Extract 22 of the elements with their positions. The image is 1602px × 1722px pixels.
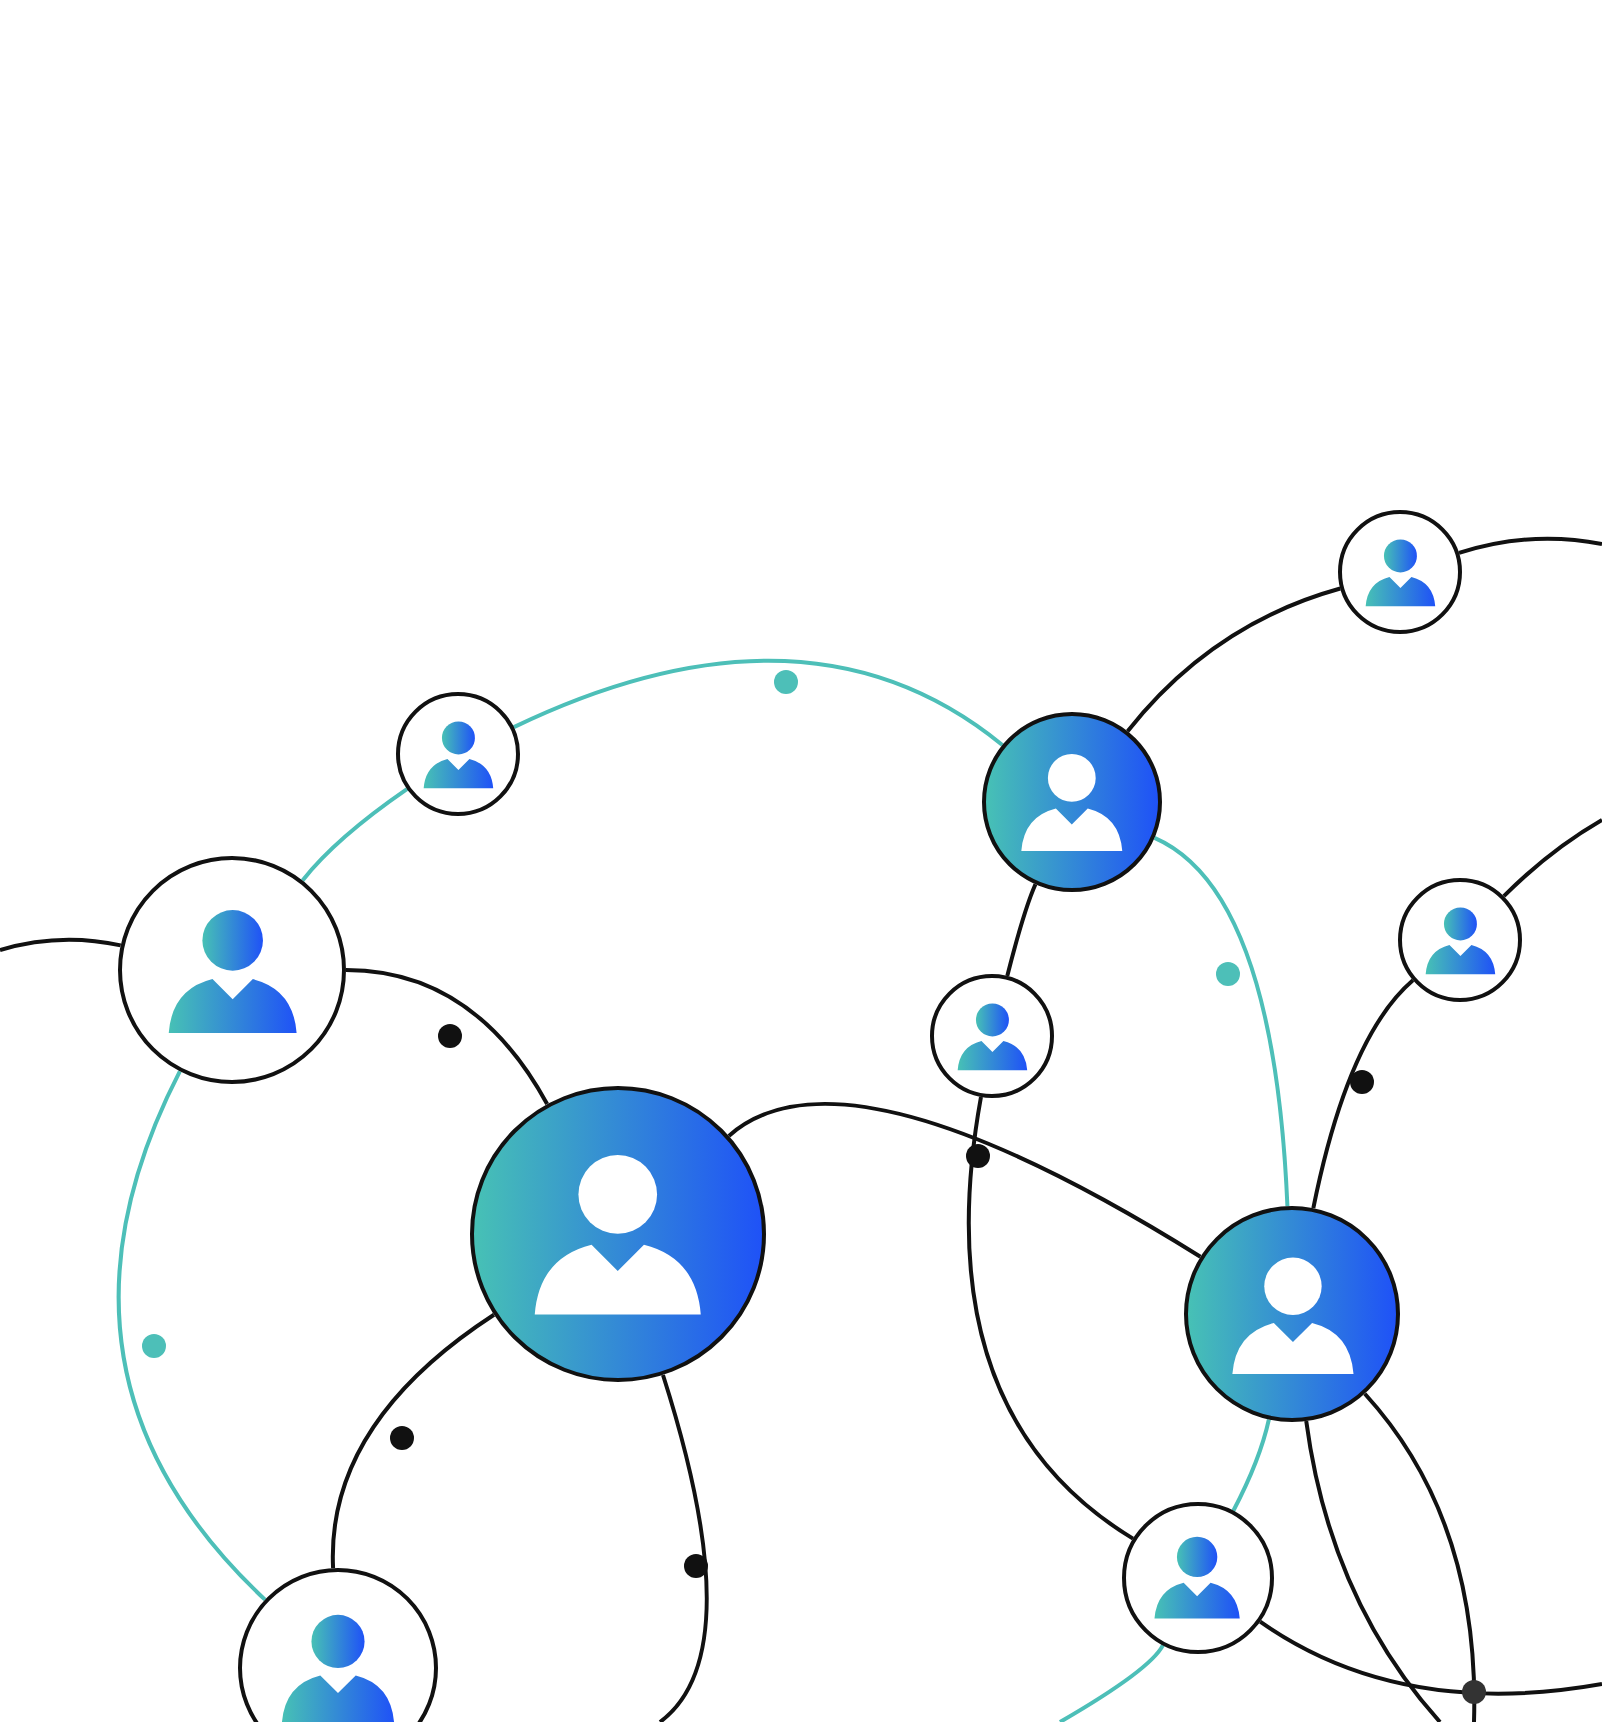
connector [1502, 818, 1602, 898]
connector [727, 1102, 1202, 1259]
connector [1304, 1420, 1442, 1722]
connector [116, 1070, 267, 1602]
connector [1259, 1620, 1602, 1696]
connector [345, 968, 549, 1106]
connector [1458, 536, 1602, 555]
connector [1153, 836, 1290, 1207]
connector [1231, 1419, 1271, 1512]
connector [967, 1096, 1135, 1541]
connector [1311, 978, 1415, 1209]
connector [513, 659, 1004, 747]
connector [301, 787, 409, 882]
person-node [1398, 878, 1522, 1002]
person-node [1122, 1502, 1274, 1654]
connector [0, 937, 122, 952]
connector [658, 1374, 709, 1722]
connector [1126, 586, 1341, 733]
connector [1363, 1392, 1477, 1722]
connector [1005, 883, 1038, 977]
connector [331, 1313, 496, 1569]
connector [1059, 1644, 1165, 1722]
